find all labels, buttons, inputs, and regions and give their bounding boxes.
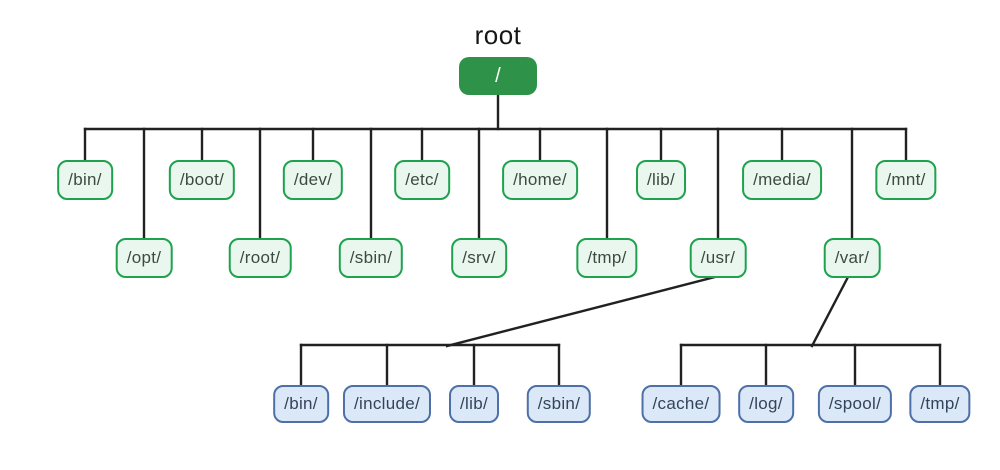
node-root: /: [459, 57, 537, 95]
node-home: /home/: [502, 160, 578, 200]
node-var-cache: /cache/: [641, 385, 721, 423]
node-media: /media/: [742, 160, 822, 200]
node-lib: /lib/: [636, 160, 686, 200]
node-var-spool: /spool/: [817, 385, 893, 423]
node-usr-bin: /bin/: [273, 385, 329, 423]
tree-edges: [83, 93, 942, 388]
node-boot: /boot/: [168, 160, 236, 200]
node-sbin: /sbin/: [338, 238, 404, 278]
node-usr: /usr/: [689, 238, 747, 278]
node-tmp: /tmp/: [576, 238, 638, 278]
root-caption: root: [474, 20, 522, 50]
node-var-log: /log/: [738, 385, 794, 423]
node-var: /var/: [823, 238, 881, 278]
node-dev: /dev/: [282, 160, 344, 200]
node-srv: /srv/: [451, 238, 507, 278]
node-usr-include: /include/: [342, 385, 432, 423]
node-root-dir: /root/: [228, 238, 292, 278]
node-etc: /etc/: [394, 160, 450, 200]
node-usr-lib: /lib/: [449, 385, 499, 423]
node-opt: /opt/: [115, 238, 173, 278]
node-mnt: /mnt/: [875, 160, 937, 200]
node-bin: /bin/: [57, 160, 113, 200]
node-var-tmp: /tmp/: [909, 385, 971, 423]
node-usr-sbin: /sbin/: [526, 385, 592, 423]
